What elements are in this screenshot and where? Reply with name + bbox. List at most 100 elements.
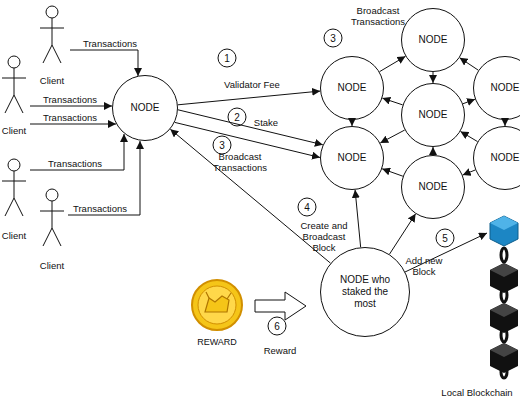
node-circle [402, 9, 465, 72]
callout-number: 1 [224, 53, 230, 64]
callout-number: 3 [219, 140, 225, 151]
coin-rim [192, 280, 242, 330]
callout-number: 4 [304, 202, 310, 213]
callout-circle [228, 108, 246, 126]
flow-arrow [178, 110, 323, 145]
figure-leg [5, 198, 14, 216]
text-label: REWARD [197, 337, 237, 348]
flow-arrow [463, 170, 476, 175]
callout-circle [268, 317, 286, 335]
node-circle [402, 156, 465, 219]
callout-circle [298, 198, 316, 216]
flow-arrow [380, 56, 406, 71]
callout-number: 6 [274, 321, 280, 332]
node-label: NODE [409, 109, 458, 121]
figure-leg [43, 228, 52, 246]
text-label: Client [2, 230, 26, 241]
node-circle [402, 84, 465, 147]
staker-node: NODE who staked the most [320, 247, 410, 337]
text-label: Transactions [73, 203, 127, 214]
callout-number: 5 [442, 233, 448, 244]
figure-body [14, 68, 15, 95]
figure-leg [43, 45, 52, 63]
transaction-arrow [30, 106, 112, 107]
node-circle [321, 248, 410, 337]
text-label: Add new Block [401, 255, 447, 277]
node-label: NODE [481, 82, 520, 94]
cube-top [490, 263, 518, 277]
text-label: Transactions [43, 112, 97, 123]
network-node: NODE [473, 126, 520, 190]
node-label: NODE [409, 34, 458, 46]
chain-link [501, 248, 507, 262]
figure-body [14, 171, 15, 198]
flow-arrow [505, 120, 506, 126]
figure-arms [40, 211, 64, 212]
flow-arrow [355, 190, 361, 247]
node-circle [474, 127, 520, 190]
client-figure [40, 6, 64, 63]
node-label: NODE [121, 102, 170, 114]
text-label: Local Blockchain [441, 387, 512, 398]
network-node: NODE [401, 155, 465, 219]
network-node: NODE [401, 8, 465, 72]
reward-coin [192, 280, 242, 330]
client-figure [40, 189, 64, 246]
block-cube [490, 303, 518, 333]
figure-body [52, 201, 53, 228]
flow-arrow [460, 131, 477, 141]
coin-emblem [205, 296, 229, 312]
figure-leg [5, 95, 14, 113]
text-label: Transactions [43, 94, 97, 105]
flow-arrow [382, 98, 402, 105]
callout-circle [436, 229, 454, 247]
text-label: Reward [264, 345, 297, 356]
flow-arrow [460, 58, 479, 70]
network-node: NODE [473, 56, 520, 120]
edge-label: Validator Fee [224, 79, 280, 90]
figure-leg [52, 45, 61, 63]
figure-arms [2, 78, 26, 79]
figure-head [8, 56, 20, 68]
node-label: NODE [481, 152, 520, 164]
transaction-arrow [70, 50, 138, 76]
text-label: Client [2, 125, 26, 136]
figure-arms [40, 28, 64, 29]
callout-number: 3 [330, 33, 336, 44]
flow-arrow [389, 214, 415, 254]
figure-leg [14, 198, 23, 216]
network-node: NODE [320, 56, 384, 120]
flow-arrow [433, 72, 434, 83]
node-circle [321, 57, 384, 120]
node-label: NODE who staked the most [320, 274, 410, 310]
figure-leg [14, 95, 23, 113]
network-node: NODE [112, 75, 178, 141]
text-label: Client [40, 260, 64, 271]
node-circle [474, 57, 520, 120]
coin-face [198, 286, 236, 324]
figure-leg [52, 228, 61, 246]
flow-arrow [433, 147, 434, 155]
client-figure [2, 56, 26, 113]
local-blockchain [490, 216, 518, 378]
flow-arrow [170, 129, 330, 263]
flow-arrow [178, 91, 320, 105]
transaction-arrow [30, 124, 116, 125]
coin-emblem-horns [206, 292, 231, 299]
node-label: NODE [409, 181, 458, 193]
callout-number: 2 [234, 112, 240, 123]
figure-body [52, 18, 53, 45]
block-cube [490, 263, 518, 293]
figure-head [8, 159, 20, 171]
figure-arms [2, 181, 26, 182]
reward-arrow [255, 292, 306, 320]
text-label: Transactions [83, 38, 137, 49]
cube-top [490, 216, 518, 230]
client-figure [2, 159, 26, 216]
flow-arrow [352, 120, 353, 126]
text-label: Broadcast Transactions [346, 5, 410, 27]
cube-top [490, 343, 518, 357]
flow-arrow [380, 130, 404, 143]
